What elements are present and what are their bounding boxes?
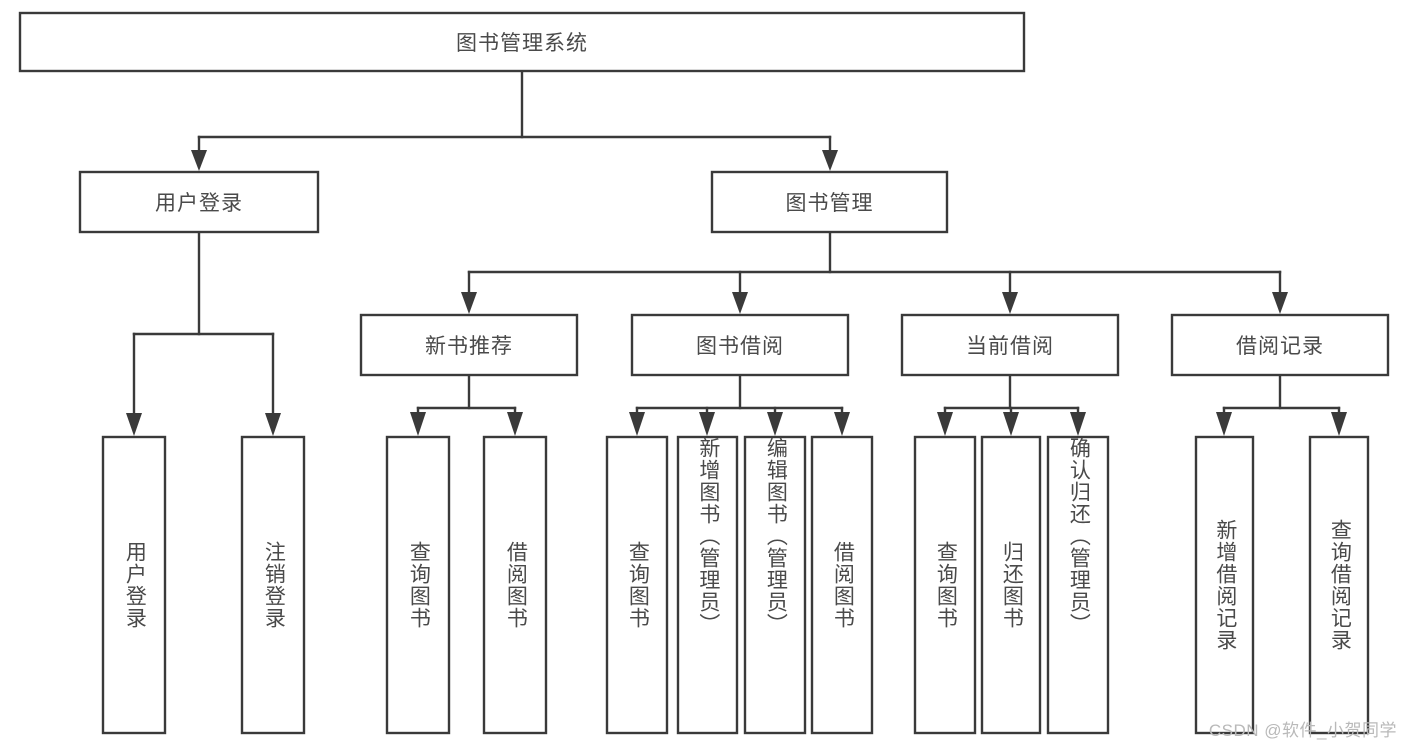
node-box-leaf-edit-book[interactable] [743,435,807,735]
arrow-to-leaf-add-book [699,412,715,436]
arrow-to-book-borrow [732,292,748,314]
node-box-leaf-query-record[interactable] [1308,435,1370,735]
arrow-to-leaf-query-record [1331,412,1347,436]
node-box-borrow-record[interactable] [1170,313,1390,377]
arrow-to-leaf-return-book [1003,412,1019,436]
node-box-user-login[interactable] [78,170,320,234]
arrow-to-leaf-query-book-2 [629,412,645,436]
arrow-to-book-manage [822,150,838,171]
node-box-leaf-user-login[interactable] [101,435,167,735]
arrow-to-leaf-query-book-3 [937,412,953,436]
node-box-leaf-confirm-return[interactable] [1046,435,1110,735]
arrow-to-leaf-edit-book [767,412,783,436]
node-box-leaf-add-record[interactable] [1194,435,1255,735]
arrow-to-leaf-confirm-return [1070,412,1086,436]
node-box-leaf-query-book-3[interactable] [913,435,977,735]
edges-current-borrow-to-leaves [937,373,1086,436]
arrow-to-leaf-query-book-1 [410,412,426,436]
edges-borrow-record-to-leaves [1216,373,1347,436]
arrow-to-current-borrow [1002,292,1018,314]
arrow-to-borrow-record [1272,292,1288,314]
node-box-leaf-query-book-2[interactable] [605,435,669,735]
node-box-leaf-query-book-1[interactable] [385,435,451,735]
arrow-to-leaf-add-record [1216,412,1232,436]
node-box-leaf-borrow-book-2[interactable] [810,435,874,735]
arrow-to-leaf-user-login [126,413,142,436]
arrow-to-leaf-borrow-book-2 [834,412,850,436]
arrow-to-leaf-borrow-book-1 [507,412,523,436]
node-box-leaf-borrow-book-1[interactable] [482,435,548,735]
node-box-current-borrow[interactable] [900,313,1120,377]
edges-new-book-to-leaves [410,373,523,436]
node-box-book-borrow[interactable] [630,313,850,377]
arrow-to-leaf-logout [265,413,281,436]
edges-root-to-level2 [191,69,838,171]
node-box-new-book-recommend[interactable] [359,313,579,377]
arrow-to-user-login [191,150,207,171]
node-box-leaf-add-book[interactable] [676,435,739,735]
edges-book-manage-to-level3 [461,230,1288,314]
arrow-to-new-book-recommend [461,292,477,314]
node-box-leaf-logout[interactable] [240,435,306,735]
node-box-leaf-return-book[interactable] [980,435,1042,735]
edges-book-borrow-to-leaves [629,373,850,436]
edges-user-login-to-leaves [126,230,281,436]
node-box-book-manage[interactable] [710,170,949,234]
watermark-label: CSDN @软件_小贺同学 [1208,721,1397,740]
node-box-title[interactable] [18,11,1026,73]
